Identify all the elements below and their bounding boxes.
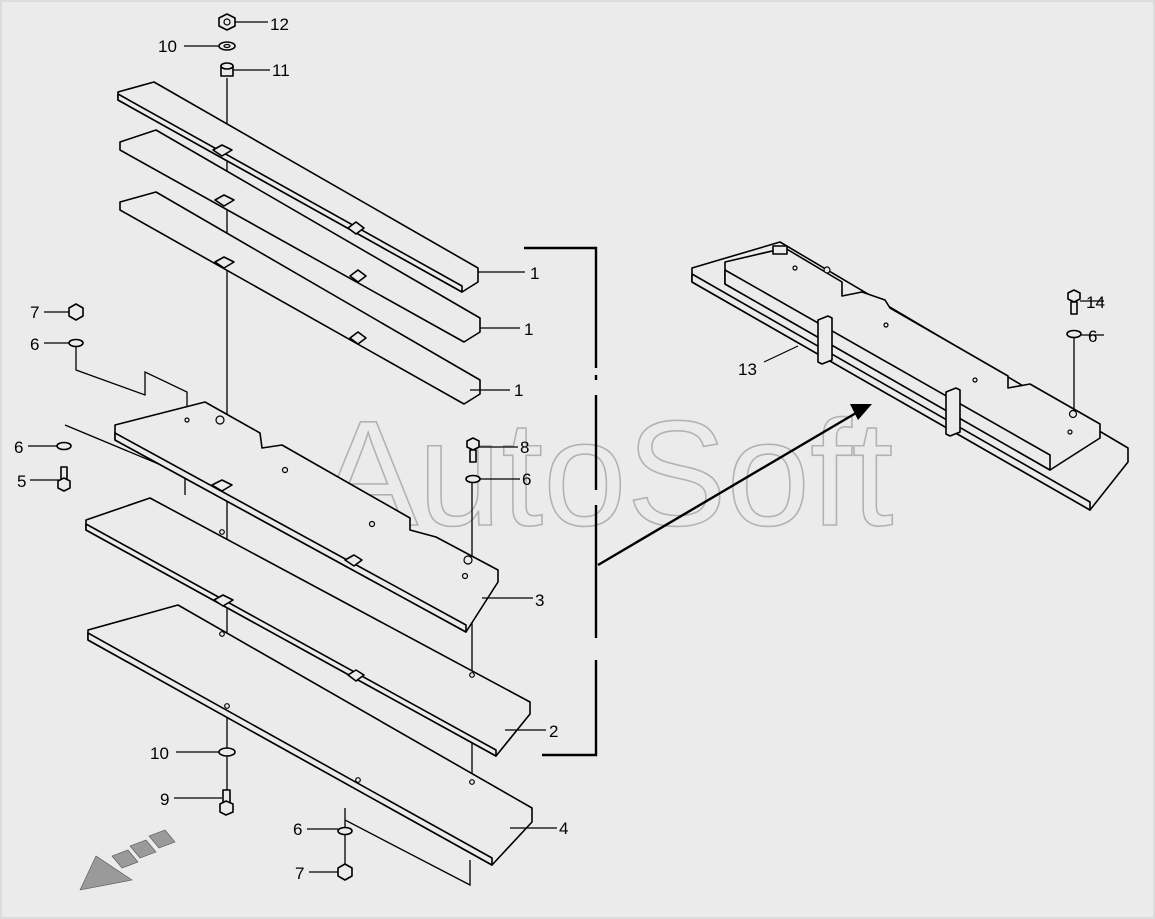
callout-c7b: 7 bbox=[295, 864, 304, 883]
bolt-8-icon bbox=[466, 437, 480, 463]
callout-c1c: 1 bbox=[514, 381, 523, 400]
bolt-5-icon bbox=[57, 466, 71, 492]
leader-lines bbox=[28, 21, 1104, 873]
nut-7-bottom-icon bbox=[337, 863, 353, 881]
callout-c12: 12 bbox=[270, 15, 289, 34]
plate-1-lower bbox=[119, 191, 481, 405]
spacer-11-icon bbox=[220, 62, 234, 77]
callout-c6b: 6 bbox=[14, 438, 23, 457]
washer-6-right-icon bbox=[465, 474, 481, 484]
axis-line-left-bolt-top bbox=[75, 340, 188, 415]
assembly-bracket bbox=[524, 246, 598, 757]
callout-c11: 11 bbox=[272, 61, 290, 80]
watermark: AutoSoft bbox=[318, 389, 893, 557]
washer-6-bottom-icon bbox=[337, 826, 353, 836]
washer-6-left-icon bbox=[68, 338, 84, 348]
callout-c6e: 6 bbox=[1088, 327, 1097, 346]
bolt-14-icon bbox=[1067, 289, 1081, 315]
nut-12-icon bbox=[218, 13, 236, 31]
plate-3-notched bbox=[114, 401, 499, 633]
direction-arrow-icon bbox=[79, 829, 176, 891]
callout-c13: 13 bbox=[738, 360, 757, 379]
callout-c6c: 6 bbox=[522, 470, 531, 489]
callout-c6a: 6 bbox=[30, 335, 39, 354]
plate-1-top bbox=[117, 81, 479, 293]
washer-6-assembly-icon bbox=[1066, 329, 1082, 339]
callout-c6d: 6 bbox=[293, 820, 302, 839]
callout-c14: 14 bbox=[1086, 293, 1105, 312]
callout-c4: 4 bbox=[559, 819, 568, 838]
assembled-part-13 bbox=[691, 241, 1129, 511]
washer-10-bottom-icon bbox=[218, 747, 236, 757]
callout-c7a: 7 bbox=[30, 303, 39, 322]
callout-c3: 3 bbox=[535, 591, 544, 610]
plate-1-middle bbox=[119, 129, 481, 343]
bolt-9-icon bbox=[219, 789, 234, 816]
callout-c10a: 10 bbox=[158, 37, 177, 56]
callout-c8: 8 bbox=[520, 438, 529, 457]
callout-c5: 5 bbox=[17, 472, 26, 491]
washer-6-lower-left-icon bbox=[56, 441, 72, 451]
assembly-arrow bbox=[597, 404, 872, 567]
callout-c10b: 10 bbox=[150, 744, 169, 763]
plate-2 bbox=[85, 497, 531, 757]
plate-4-bottom bbox=[87, 604, 533, 887]
callout-c1b: 1 bbox=[524, 320, 533, 339]
callout-c9: 9 bbox=[160, 790, 169, 809]
callout-c1a: 1 bbox=[530, 264, 539, 283]
callout-c2: 2 bbox=[549, 722, 558, 741]
nut-7-left-icon bbox=[68, 303, 84, 321]
